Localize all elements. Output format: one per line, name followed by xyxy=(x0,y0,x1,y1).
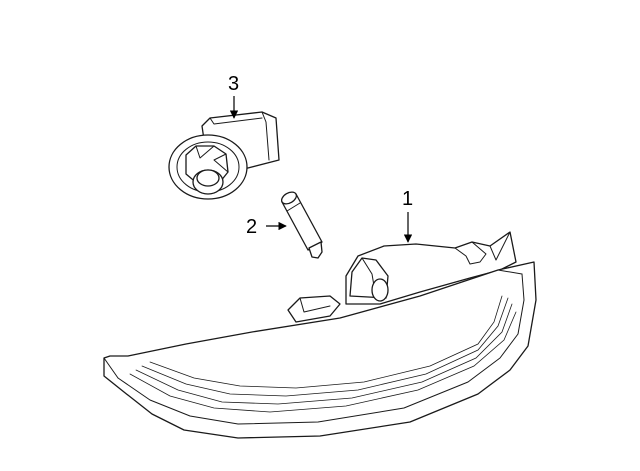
callout-2: 2 xyxy=(246,216,287,238)
callout-3-label: 3 xyxy=(228,73,239,95)
callout-3: 3 xyxy=(228,73,239,119)
callout-2-label: 2 xyxy=(246,216,257,238)
callout-1: 1 xyxy=(402,188,413,243)
callout-1-label: 1 xyxy=(402,188,413,210)
wedge-bulb-part xyxy=(280,191,323,259)
bulb-socket-part xyxy=(168,111,280,200)
side-marker-lamp-part xyxy=(103,231,537,439)
